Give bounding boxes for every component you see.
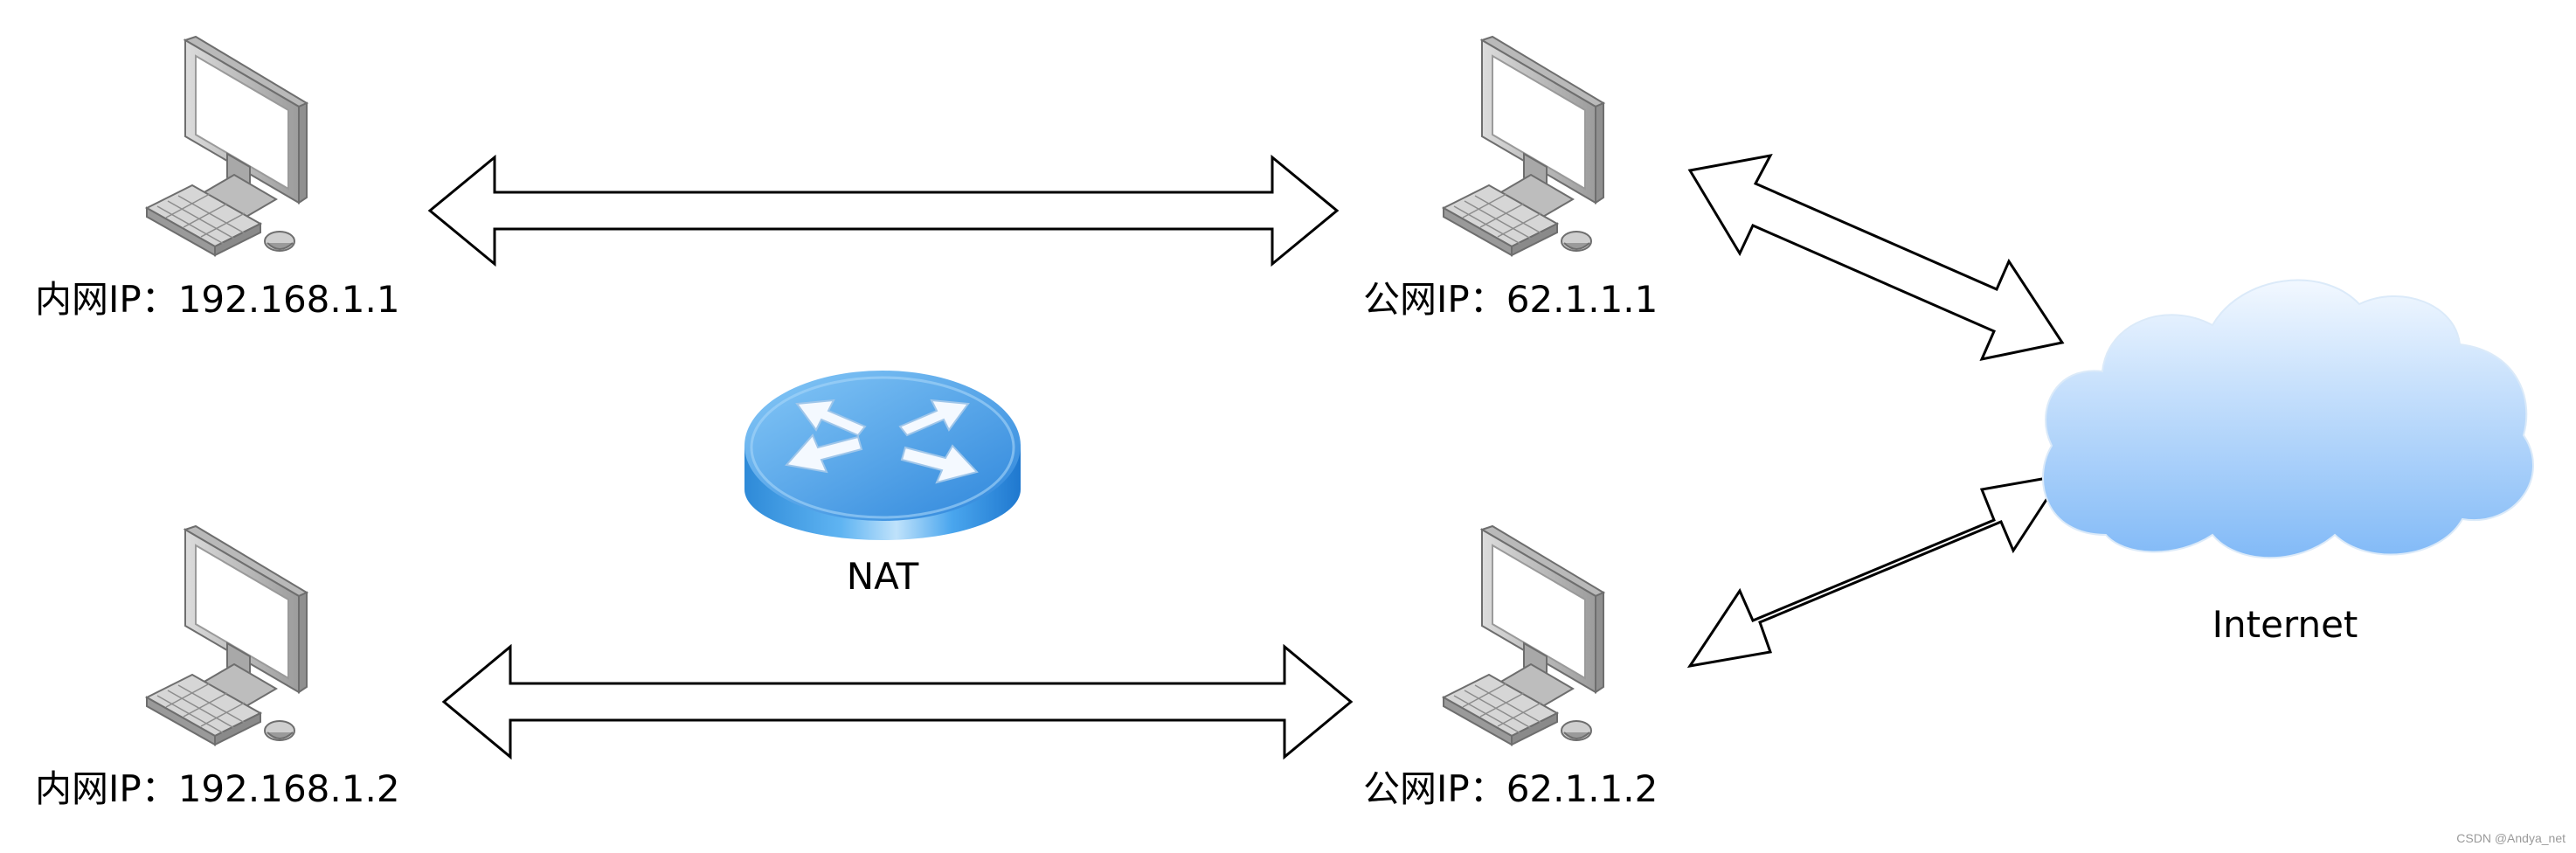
link-public2-internet-double-arrow (1686, 473, 2066, 669)
link-private2-public2-double-arrow (441, 643, 1354, 760)
watermark: CSDN @Andya_net (2456, 831, 2566, 845)
private-host-1-computer-icon (146, 36, 308, 256)
link-private1-public1-double-arrow (427, 154, 1340, 267)
internet-cloud-icon (2041, 279, 2534, 559)
public-host-1-computer-icon (1443, 36, 1604, 256)
public-host-2-label: 公网IP：62.1.1.2 (1363, 767, 1658, 810)
private-host-2-computer-icon (146, 525, 308, 746)
link-public1-internet-double-arrow (1687, 153, 2065, 362)
private-host-1-label: 内网IP：192.168.1.1 (35, 278, 400, 321)
internet-label: Internet (2212, 603, 2358, 646)
public-host-1-label: 公网IP：62.1.1.1 (1363, 278, 1658, 321)
public-host-2-computer-icon (1443, 525, 1604, 746)
nat-router-icon (744, 371, 1021, 540)
private-host-2-label: 内网IP：192.168.1.2 (35, 767, 400, 810)
nat-label: NAT (847, 555, 919, 598)
